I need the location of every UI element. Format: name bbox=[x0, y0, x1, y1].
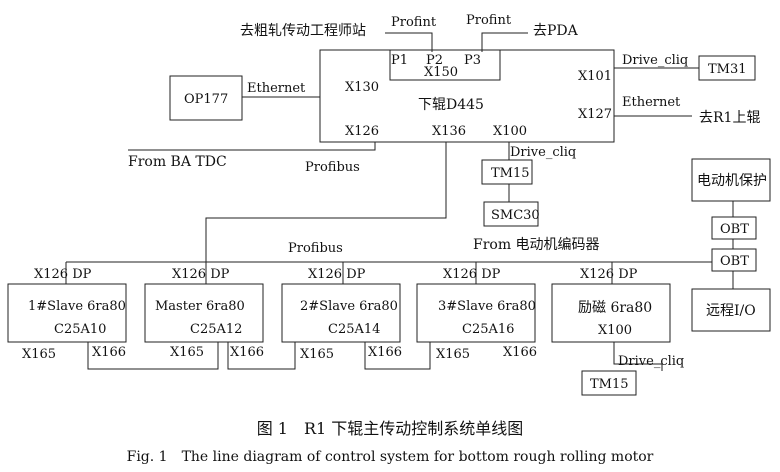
master-name: Master 6ra80 bbox=[155, 299, 245, 314]
tm15-mid-box bbox=[481, 159, 533, 185]
x136-label: X136 bbox=[432, 124, 466, 139]
x165-label-3: X165 bbox=[300, 347, 334, 362]
profibus-ba-line bbox=[128, 142, 376, 151]
station-label: 去粗轧传动工程师站 bbox=[240, 23, 366, 39]
x126-main-label: X126 bbox=[345, 124, 379, 139]
x165-label-4: X165 bbox=[436, 347, 470, 362]
profint-2-label: Profint bbox=[466, 13, 512, 28]
drive-cliq-top-label: Drive_cliq bbox=[622, 53, 688, 68]
x130-label: X130 bbox=[345, 80, 379, 95]
profibus-1-label: Profibus bbox=[305, 160, 360, 175]
master-code: C25A12 bbox=[190, 322, 242, 337]
from-encoder-label: From 电动机编码器 bbox=[473, 237, 600, 253]
slave2-name: 2#Slave 6ra80 bbox=[300, 299, 398, 314]
x166-label-4: X166 bbox=[503, 345, 537, 360]
obt-1-label: OBT bbox=[720, 222, 749, 237]
slave2-code: C25A14 bbox=[328, 322, 380, 337]
drive-cliq-mid-label: Drive_cliq bbox=[510, 145, 576, 160]
caption-cn: 图 1 R1 下辊主传动控制系统单线图 bbox=[257, 419, 524, 438]
x166-label-3: X166 bbox=[368, 345, 402, 360]
x150-label: X150 bbox=[424, 65, 458, 80]
motor-protect-label: 电动机保护 bbox=[697, 173, 767, 189]
x165-label-2: X165 bbox=[170, 345, 204, 360]
link-slave1-master bbox=[87, 342, 219, 370]
slave3-code: C25A16 bbox=[462, 322, 514, 337]
master-box bbox=[144, 283, 264, 343]
obt-2-label: OBT bbox=[720, 254, 749, 269]
op177-label: OP177 bbox=[184, 92, 228, 107]
p2-label: P2 bbox=[426, 53, 443, 68]
op177-box bbox=[169, 75, 243, 121]
remote-io-label: 远程I/O bbox=[706, 303, 756, 319]
profint-2-line bbox=[481, 32, 528, 52]
x166-label-1: X166 bbox=[92, 345, 126, 360]
drive-cliq-bot-label: Drive_cliq bbox=[618, 354, 684, 369]
slave2-box bbox=[281, 283, 401, 343]
dp-label-4: X126 DP bbox=[443, 267, 501, 282]
exciter-x100: X100 bbox=[598, 323, 632, 338]
remote-io-box bbox=[691, 288, 771, 332]
p1-label: P1 bbox=[391, 53, 408, 68]
x166-label-2: X166 bbox=[230, 345, 264, 360]
x127-label: X127 bbox=[578, 107, 612, 122]
profibus-2-label: Profibus bbox=[288, 241, 343, 256]
motor-protect-box bbox=[691, 158, 771, 202]
dp-label-3: X126 DP bbox=[308, 267, 366, 282]
slave1-code: C25A10 bbox=[54, 322, 106, 337]
x136-link-line bbox=[205, 142, 447, 262]
d445-label: 下辊D445 bbox=[418, 97, 484, 113]
profint-1-line bbox=[385, 32, 433, 52]
dp-label-5: X126 DP bbox=[580, 267, 638, 282]
p3-label: P3 bbox=[464, 53, 481, 68]
slave1-name: 1#Slave 6ra80 bbox=[28, 299, 126, 314]
ethernet-right-label: Ethernet bbox=[622, 95, 681, 110]
smc30-label: SMC30 bbox=[491, 208, 540, 223]
obt-1-box bbox=[711, 216, 757, 240]
ethernet-left-label: Ethernet bbox=[247, 81, 306, 96]
caption-en: Fig. 1 The line diagram of control syste… bbox=[127, 449, 654, 465]
tm15-bot-box bbox=[581, 370, 637, 396]
slave1-box bbox=[7, 283, 127, 343]
to-r1-label: 去R1上辊 bbox=[699, 110, 760, 126]
tm15-bot-label: TM15 bbox=[590, 377, 629, 392]
link-master-slave2 bbox=[227, 342, 296, 370]
dp-label-1: X126 DP bbox=[34, 267, 92, 282]
x150-box bbox=[389, 49, 501, 81]
tm15-mid-label: TM15 bbox=[491, 166, 530, 181]
from-ba-tdc-label: From BA TDC bbox=[128, 154, 227, 170]
smc30-box bbox=[483, 201, 539, 227]
obt-2-box bbox=[711, 248, 757, 272]
dp-label-2: X126 DP bbox=[172, 267, 230, 282]
tm31-label: TM31 bbox=[708, 62, 747, 77]
profint-1-label: Profint bbox=[391, 15, 437, 30]
x165-label-1: X165 bbox=[22, 347, 56, 362]
exciter-name: 励磁 6ra80 bbox=[578, 300, 652, 316]
slave3-name: 3#Slave 6ra80 bbox=[438, 299, 536, 314]
to-pda-label: 去PDA bbox=[533, 23, 579, 39]
exciter-tm15-line bbox=[613, 342, 663, 371]
x100-main-label: X100 bbox=[493, 124, 527, 139]
x101-label: X101 bbox=[578, 69, 612, 84]
exciter-box bbox=[551, 283, 671, 343]
link-slave2-slave3 bbox=[364, 342, 431, 370]
